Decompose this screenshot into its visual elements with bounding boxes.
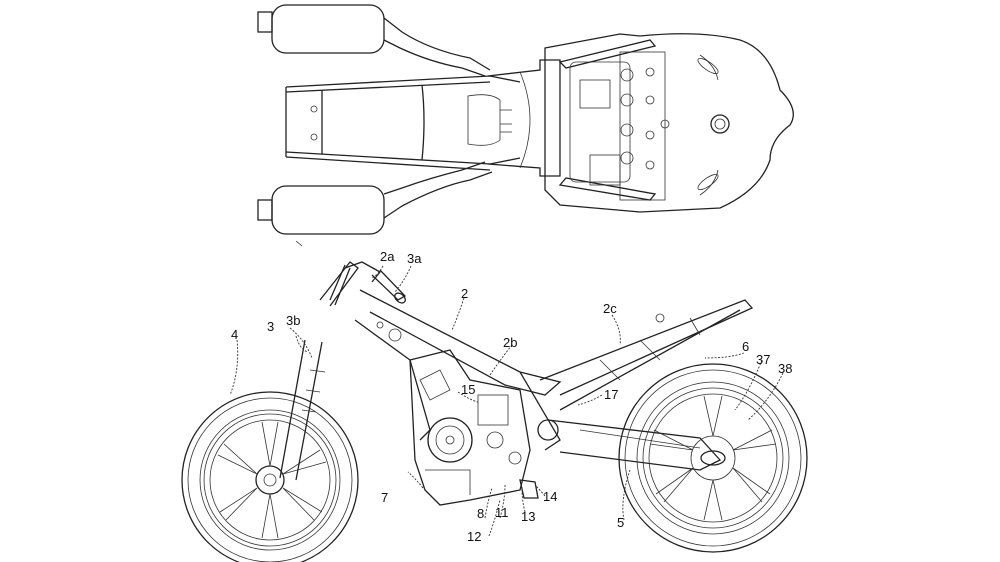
label-38: 38 [778, 361, 793, 376]
label-2: 2 [461, 286, 469, 301]
label-2b: 2b [503, 335, 518, 350]
label-15: 15 [461, 382, 476, 397]
swingarm [547, 419, 726, 471]
label-7: 7 [381, 490, 389, 505]
label-3b: 3b [286, 313, 301, 328]
main-frame [354, 289, 562, 451]
engine [409, 349, 539, 506]
label-6: 6 [742, 339, 750, 354]
label-5: 5 [617, 515, 625, 530]
label-37: 37 [756, 352, 771, 367]
front-fork [279, 261, 359, 481]
label-14: 14 [543, 489, 558, 504]
label-3a: 3a [407, 251, 422, 266]
seat-rail-frame [285, 75, 521, 171]
lower-muffler [257, 161, 493, 235]
label-17: 17 [604, 387, 619, 402]
mid-section [467, 59, 561, 177]
label-8: 8 [477, 506, 485, 521]
top-view [257, 4, 794, 235]
label-3: 3 [267, 319, 275, 334]
rear-wheel [618, 363, 808, 553]
label-13: 13 [521, 509, 536, 524]
label-2a: 2a [380, 249, 395, 264]
label-11: 11 [495, 505, 509, 520]
front-wheel [181, 391, 359, 562]
upper-muffler [257, 4, 491, 77]
seat-rail [539, 299, 754, 411]
label-4: 4 [231, 327, 239, 342]
side-view [181, 261, 808, 562]
label-12: 12 [467, 529, 482, 544]
leader-lines [229, 265, 784, 537]
steering-head [329, 261, 407, 306]
label-2c: 2c [603, 301, 617, 316]
engine-top [544, 33, 794, 213]
stray-mark [295, 240, 303, 247]
